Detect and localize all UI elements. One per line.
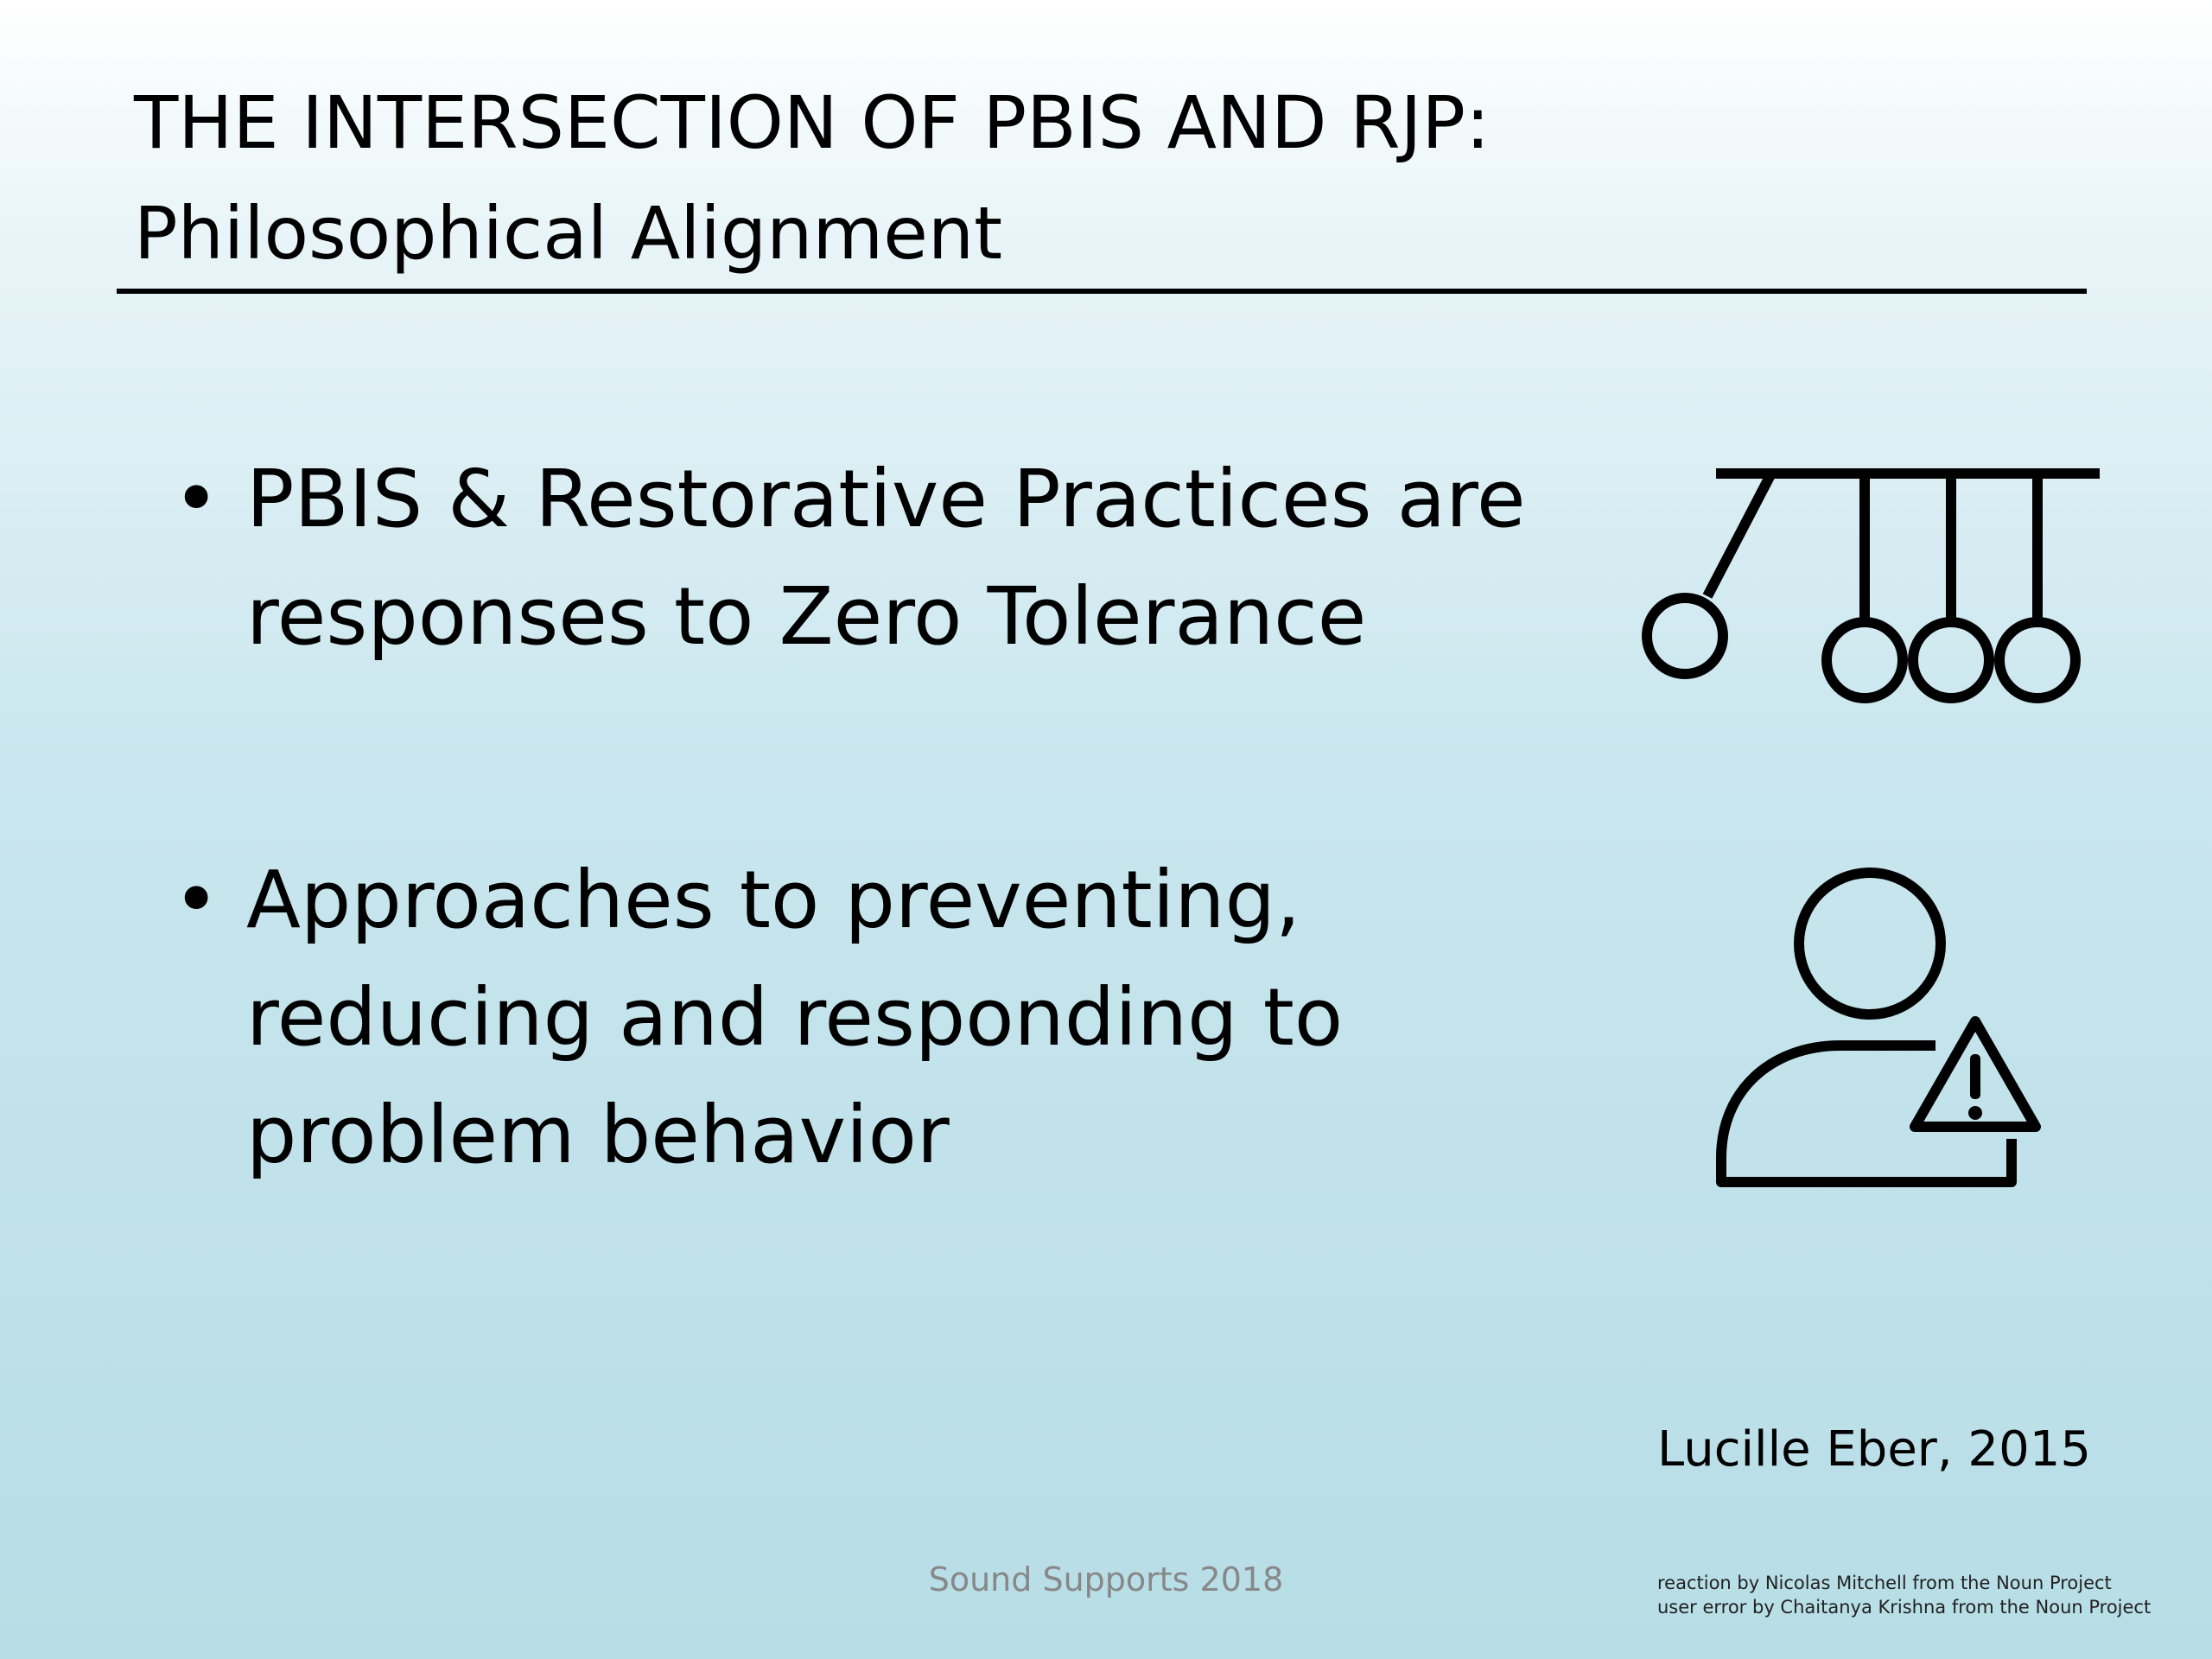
icon-credits: reaction by Nicolas Mitchell from the No… bbox=[1657, 1571, 2151, 1619]
credit-line-user-error: user error by Chaitanya Krishna from the… bbox=[1657, 1597, 2152, 1618]
credit-line-reaction: reaction by Nicolas Mitchell from the No… bbox=[1657, 1573, 2112, 1593]
slide-title-line-1: THE INTERSECTION OF PBIS AND RJP: bbox=[134, 80, 1491, 165]
slide-subtitle: Philosophical Alignment bbox=[134, 191, 1003, 276]
bullet-item-zero-tolerance: • PBIS & Restorative Practices are respo… bbox=[173, 441, 1728, 683]
bullet-marker: • bbox=[173, 854, 220, 946]
bullet-item-problem-behavior: • Approaches to preventing, reducing and… bbox=[173, 842, 1728, 1205]
title-divider bbox=[117, 289, 2087, 294]
newtons-cradle-icon bbox=[1624, 458, 2108, 717]
bullet-text: Approaches to preventing, reducing and r… bbox=[246, 854, 1344, 1181]
user-warning-icon bbox=[1694, 864, 2056, 1201]
bullet-text: PBIS & Restorative Practices are respons… bbox=[246, 453, 1526, 663]
citation: Lucille Eber, 2015 bbox=[1657, 1421, 2091, 1478]
bullet-marker: • bbox=[173, 453, 220, 545]
slide-footer: Sound Supports 2018 bbox=[928, 1560, 1284, 1599]
slide-title: THE INTERSECTION OF PBIS AND RJP: Philos… bbox=[134, 67, 2035, 289]
